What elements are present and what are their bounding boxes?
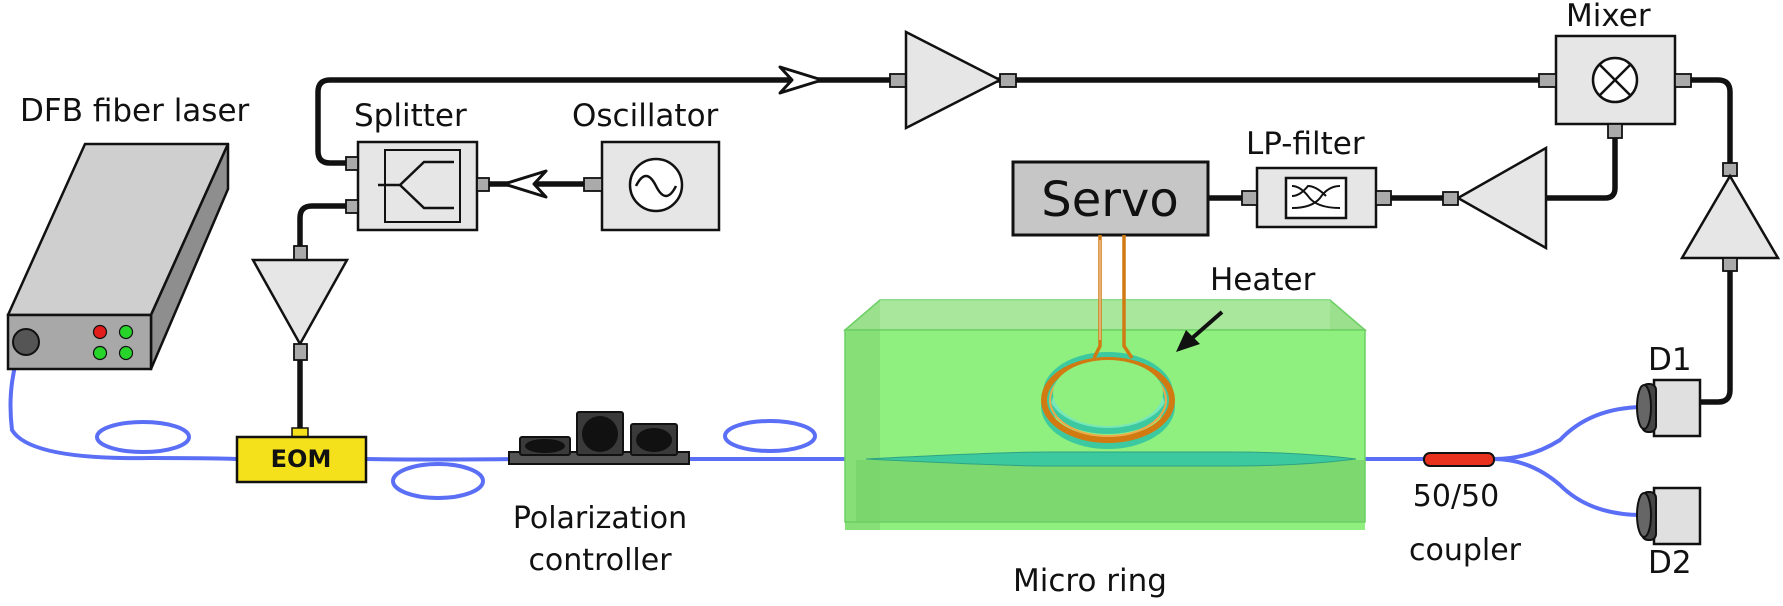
detector-d1 (1636, 378, 1702, 438)
micro-ring-label: Micro ring (1013, 563, 1167, 599)
micro-ring-chip (842, 299, 1368, 530)
amplifier-feedback (1442, 145, 1548, 251)
led-green-icon (118, 324, 134, 340)
bus-waveguide (865, 451, 1357, 467)
coupler (1423, 452, 1495, 467)
oscillator-label: Oscillator (572, 98, 719, 134)
lp-filter (1241, 166, 1392, 229)
dfb-laser (6, 142, 230, 371)
amplifier-laser-branch (250, 245, 350, 361)
sine-wave-icon (634, 174, 678, 198)
heater-arrow-icon (1176, 310, 1224, 352)
detector-d2 (1636, 486, 1702, 546)
d2-label: D2 (1648, 545, 1692, 581)
heater-label: Heater (1210, 262, 1316, 298)
led-red-icon (92, 324, 108, 340)
splitter-label: Splitter (354, 98, 467, 134)
servo-label: Servo (1041, 172, 1179, 228)
servo (1011, 160, 1210, 237)
rf-wiring (297, 77, 1733, 431)
splitter (345, 140, 490, 232)
polarization-controller (508, 411, 690, 465)
amplifier-top (889, 29, 1017, 131)
heater-leads (1092, 235, 1134, 359)
led-green-icon (92, 345, 108, 361)
coupler-label-line1: 50/50 (1413, 479, 1499, 514)
signal-arrow-top (778, 65, 824, 95)
optical-fiber (8, 338, 1644, 517)
mixer (1538, 34, 1692, 139)
amplifier-detector (1679, 162, 1781, 272)
coupler-label-line2: coupler (1409, 533, 1522, 568)
led-green-icon (118, 345, 134, 361)
polarization-label-line1: Polarization (513, 501, 687, 536)
mixer-label: Mixer (1566, 0, 1651, 34)
laser-output-port-icon (12, 328, 40, 356)
d1-label: D1 (1648, 342, 1692, 378)
signal-arrow-osc (502, 169, 548, 199)
polarization-label-line2: controller (528, 543, 672, 578)
eom (235, 427, 368, 484)
eom-label: EOM (271, 445, 332, 473)
oscillator (583, 140, 721, 232)
laser-label: DFB fiber laser (20, 93, 250, 129)
lp-filter-label: LP-filter (1246, 126, 1365, 162)
